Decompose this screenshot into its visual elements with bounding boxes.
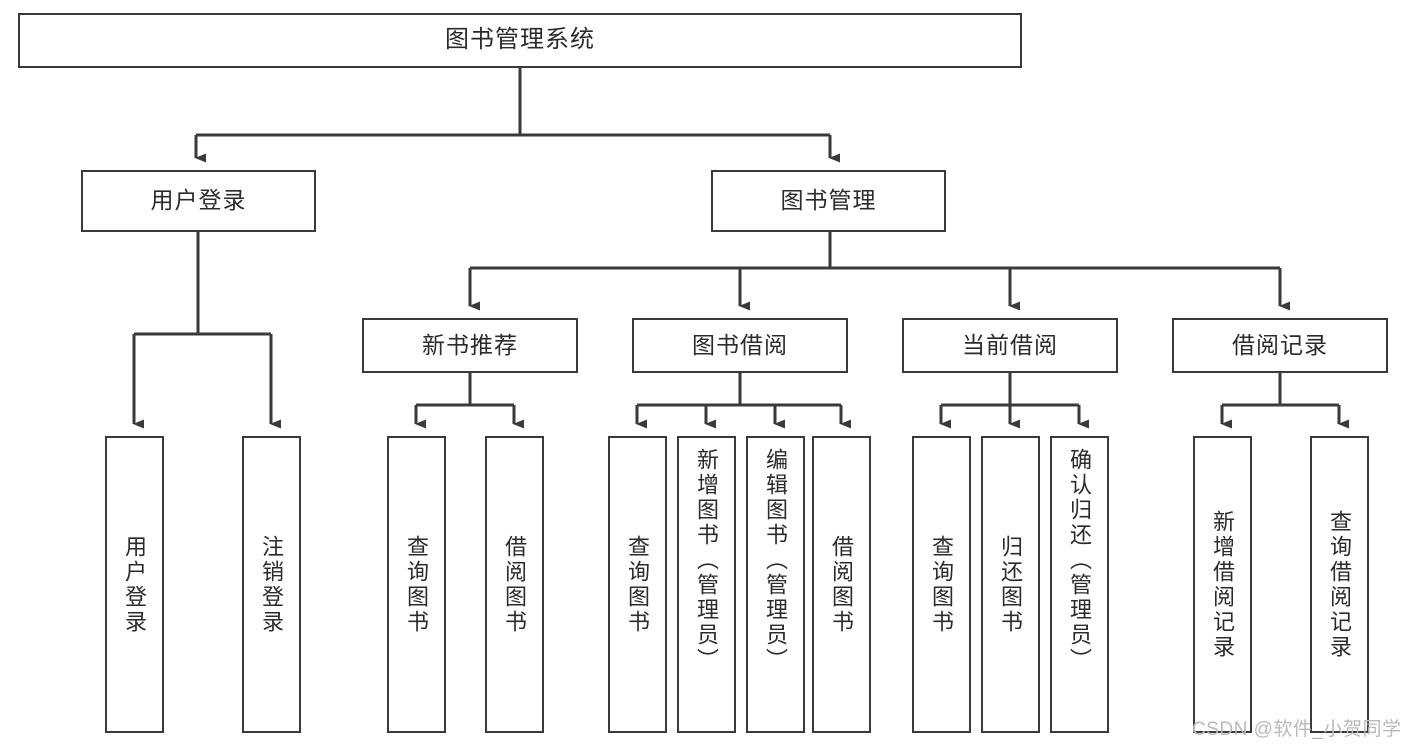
node-label: 图书借阅 [692,331,788,358]
leaf-query-book-newbook[interactable]: 查询图书 [387,436,446,733]
leaf-query-borrow-record[interactable]: 查询借阅记录 [1310,436,1369,733]
node-label: 新增图书（管理员） [694,448,720,673]
node-book-borrow[interactable]: 图书借阅 [632,318,848,373]
node-label: 编辑图书（管理员） [763,448,789,673]
node-new-book-recommend[interactable]: 新书推荐 [362,318,578,373]
leaf-add-book-admin[interactable]: 新增图书（管理员） [677,436,736,733]
leaf-return-book[interactable]: 归还图书 [981,436,1040,733]
node-label: 查询图书 [929,534,955,635]
node-label: 用户登录 [150,187,247,214]
leaf-query-book-current[interactable]: 查询图书 [912,436,971,733]
node-label: 新书推荐 [422,331,518,358]
node-current-borrow[interactable]: 当前借阅 [902,318,1118,373]
node-label: 归还图书 [998,534,1024,635]
node-label: 新增借阅记录 [1210,509,1236,660]
node-label: 借阅图书 [502,534,528,635]
node-label: 确认归还（管理员） [1067,448,1093,673]
node-label: 借阅记录 [1232,331,1328,358]
leaf-confirm-return-admin[interactable]: 确认归还（管理员） [1050,436,1109,733]
node-borrow-records[interactable]: 借阅记录 [1172,318,1388,373]
node-label: 注销登录 [259,534,285,635]
node-label: 用户登录 [122,534,148,635]
node-root-system[interactable]: 图书管理系统 [18,13,1022,68]
node-label: 图书管理系统 [445,26,595,54]
node-label: 查询借阅记录 [1327,509,1353,660]
node-book-management[interactable]: 图书管理 [711,170,946,232]
leaf-borrow-book[interactable]: 借阅图书 [812,436,871,733]
node-label: 当前借阅 [962,331,1058,358]
watermark-credit: CSDN @软件_小贺同学 [1192,719,1402,740]
leaf-logout[interactable]: 注销登录 [242,436,301,733]
leaf-query-book-borrow[interactable]: 查询图书 [608,436,667,733]
node-label: 借阅图书 [829,534,855,635]
leaf-user-login[interactable]: 用户登录 [105,436,164,733]
leaf-edit-book-admin[interactable]: 编辑图书（管理员） [746,436,805,733]
node-label: 图书管理 [780,187,877,214]
node-label: 查询图书 [404,534,430,635]
leaf-add-borrow-record[interactable]: 新增借阅记录 [1193,436,1252,733]
node-user-login[interactable]: 用户登录 [81,170,316,232]
node-label: 查询图书 [625,534,651,635]
leaf-borrow-book-newbook[interactable]: 借阅图书 [485,436,544,733]
